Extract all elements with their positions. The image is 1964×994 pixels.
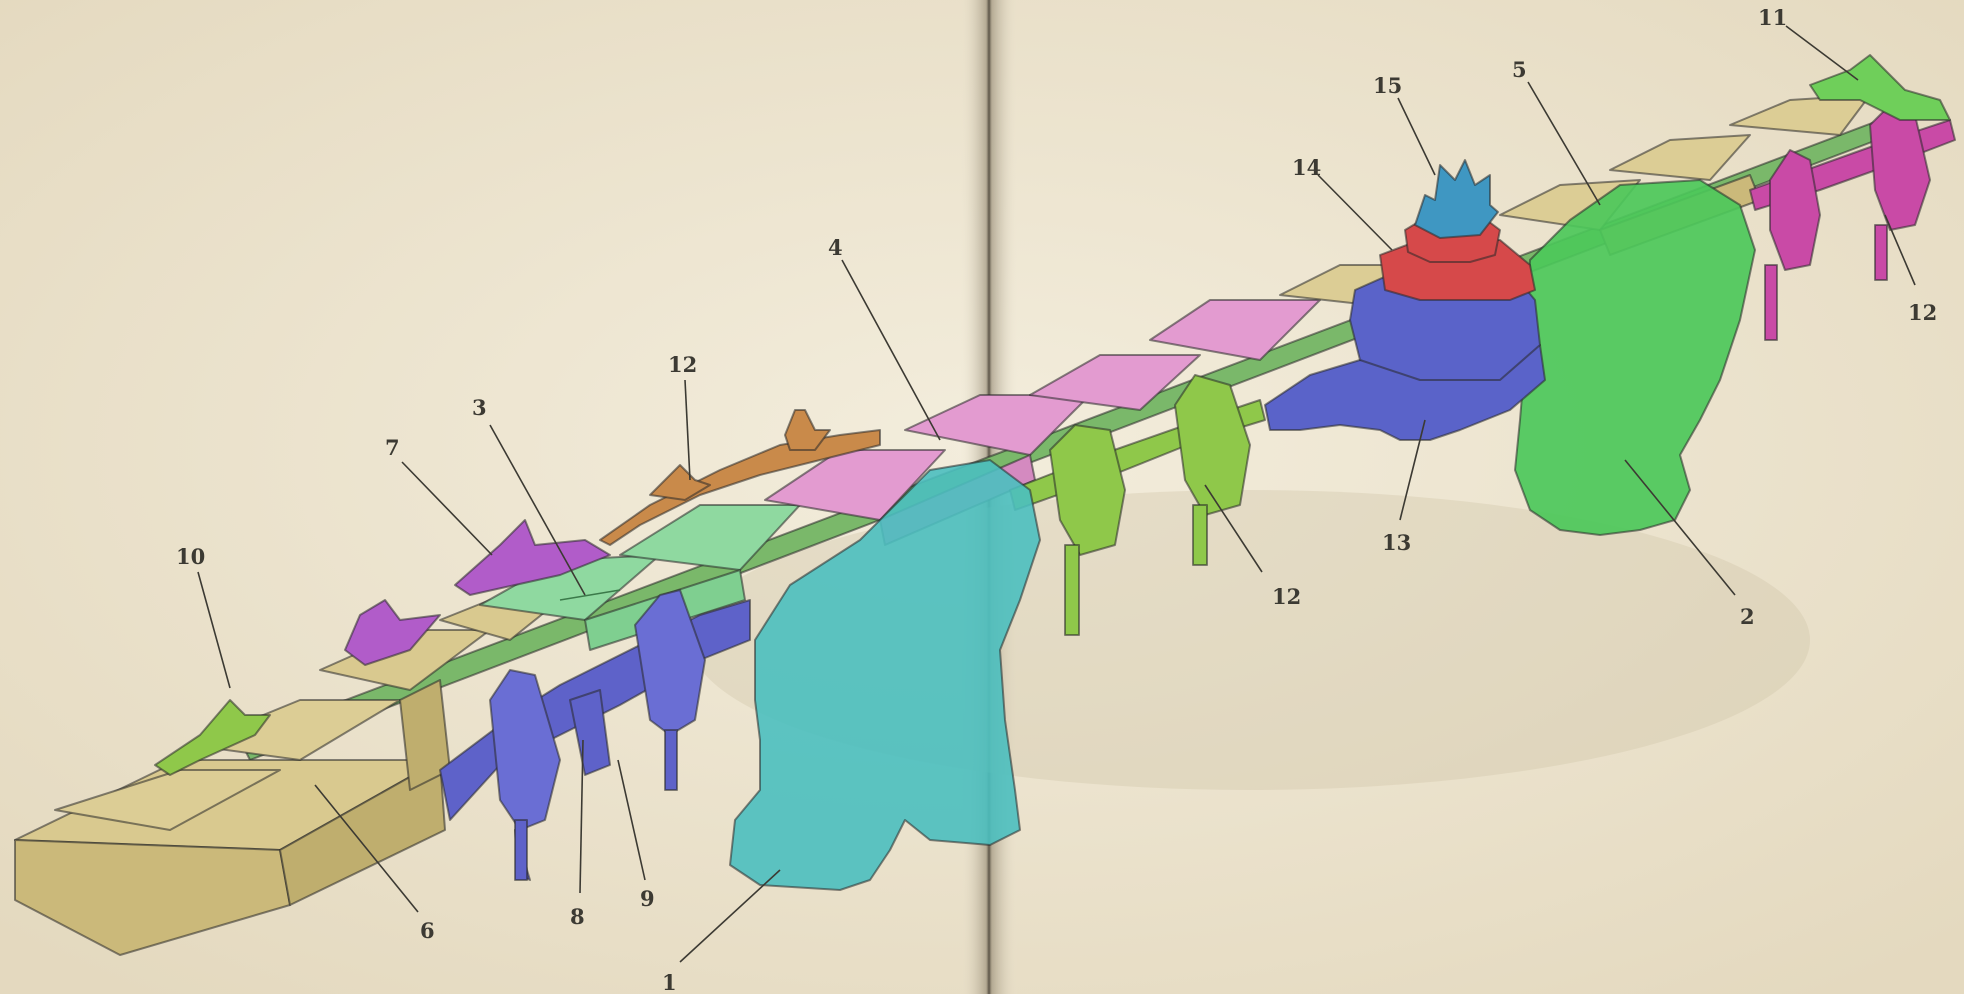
callout-10: 10: [176, 544, 205, 569]
callout-15: 15: [1373, 73, 1402, 98]
callout-12a: 12: [668, 352, 697, 377]
callout-8: 8: [570, 904, 585, 929]
callout-2: 2: [1740, 604, 1755, 629]
callout-6: 6: [420, 918, 435, 943]
callout-7: 7: [385, 435, 400, 460]
callout-13: 13: [1382, 530, 1411, 555]
callout-14: 14: [1292, 155, 1321, 180]
callout-12b: 12: [1272, 584, 1301, 609]
callout-1: 1: [662, 970, 677, 994]
callout-9: 9: [640, 886, 655, 911]
callout-4: 4: [828, 235, 843, 260]
callout-3: 3: [472, 395, 487, 420]
callout-5: 5: [1512, 57, 1527, 82]
callout-11: 11: [1758, 5, 1787, 30]
callout-12c: 12: [1908, 300, 1937, 325]
